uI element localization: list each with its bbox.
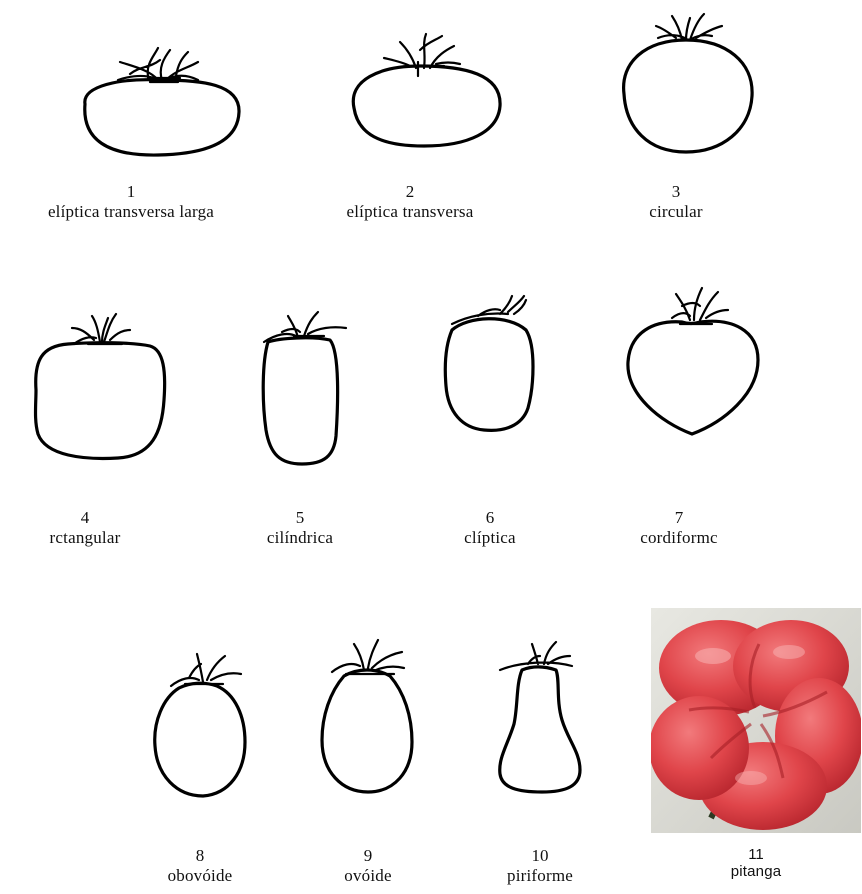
- fruit-shape-10-drawing: [490, 636, 594, 796]
- shape-number: 5: [230, 508, 370, 528]
- fruit-shape-8-drawing: [145, 646, 259, 802]
- shape-name: obovóide: [130, 866, 270, 886]
- shape-number: 11: [686, 846, 826, 863]
- shape-name: pitanga: [686, 863, 826, 880]
- fruit-shape-2-drawing: [340, 28, 510, 153]
- shape-name: circular: [586, 202, 766, 222]
- shape-name: rctangular: [10, 528, 160, 548]
- shape-number: 1: [0, 182, 262, 202]
- fruit-shape-5-caption: 5 cilíndrica: [230, 508, 370, 547]
- shape-number: 4: [10, 508, 160, 528]
- fruit-shape-8-caption: 8 obovóide: [130, 846, 270, 885]
- shape-number: 2: [300, 182, 520, 202]
- shape-number: 10: [470, 846, 610, 866]
- fruit-shape-9-caption: 9 ovóide: [298, 846, 438, 885]
- pitanga-fruit-photo: [651, 608, 861, 833]
- shape-number: 3: [586, 182, 766, 202]
- fruit-shape-6-drawing: [438, 290, 540, 436]
- fruit-shape-10-caption: 10 piriforme: [470, 846, 610, 885]
- fruit-shape-3-caption: 3 circular: [586, 182, 766, 221]
- fruit-shape-6-caption: 6 clíptica: [420, 508, 560, 547]
- shape-number: 6: [420, 508, 560, 528]
- shape-name: ovóide: [298, 866, 438, 886]
- fruit-shape-1-caption: 1 elíptica transversa larga: [0, 182, 262, 221]
- shape-name: cordiformc: [604, 528, 754, 548]
- shape-name: elíptica transversa larga: [0, 202, 262, 222]
- shape-name: clíptica: [420, 528, 560, 548]
- shape-name: cilíndrica: [230, 528, 370, 548]
- fruit-shape-4-drawing: [28, 308, 168, 460]
- fruit-shape-5-drawing: [252, 306, 352, 468]
- fruit-shape-3-drawing: [610, 10, 760, 160]
- fruit-shape-9-drawing: [312, 634, 424, 800]
- fruit-shape-4-caption: 4 rctangular: [10, 508, 160, 547]
- shape-number: 7: [604, 508, 754, 528]
- fruit-shape-7-caption: 7 cordiformc: [604, 508, 754, 547]
- fruit-shape-1-drawing: [70, 40, 250, 170]
- shape-name: elíptica transversa: [300, 202, 520, 222]
- fruit-shape-11-caption: 11 pitanga: [686, 846, 826, 881]
- shape-number: 9: [298, 846, 438, 866]
- shape-name: piriforme: [470, 866, 610, 886]
- shape-number: 8: [130, 846, 270, 866]
- fruit-shape-7-drawing: [620, 282, 766, 442]
- fruit-shape-2-caption: 2 elíptica transversa: [300, 182, 520, 221]
